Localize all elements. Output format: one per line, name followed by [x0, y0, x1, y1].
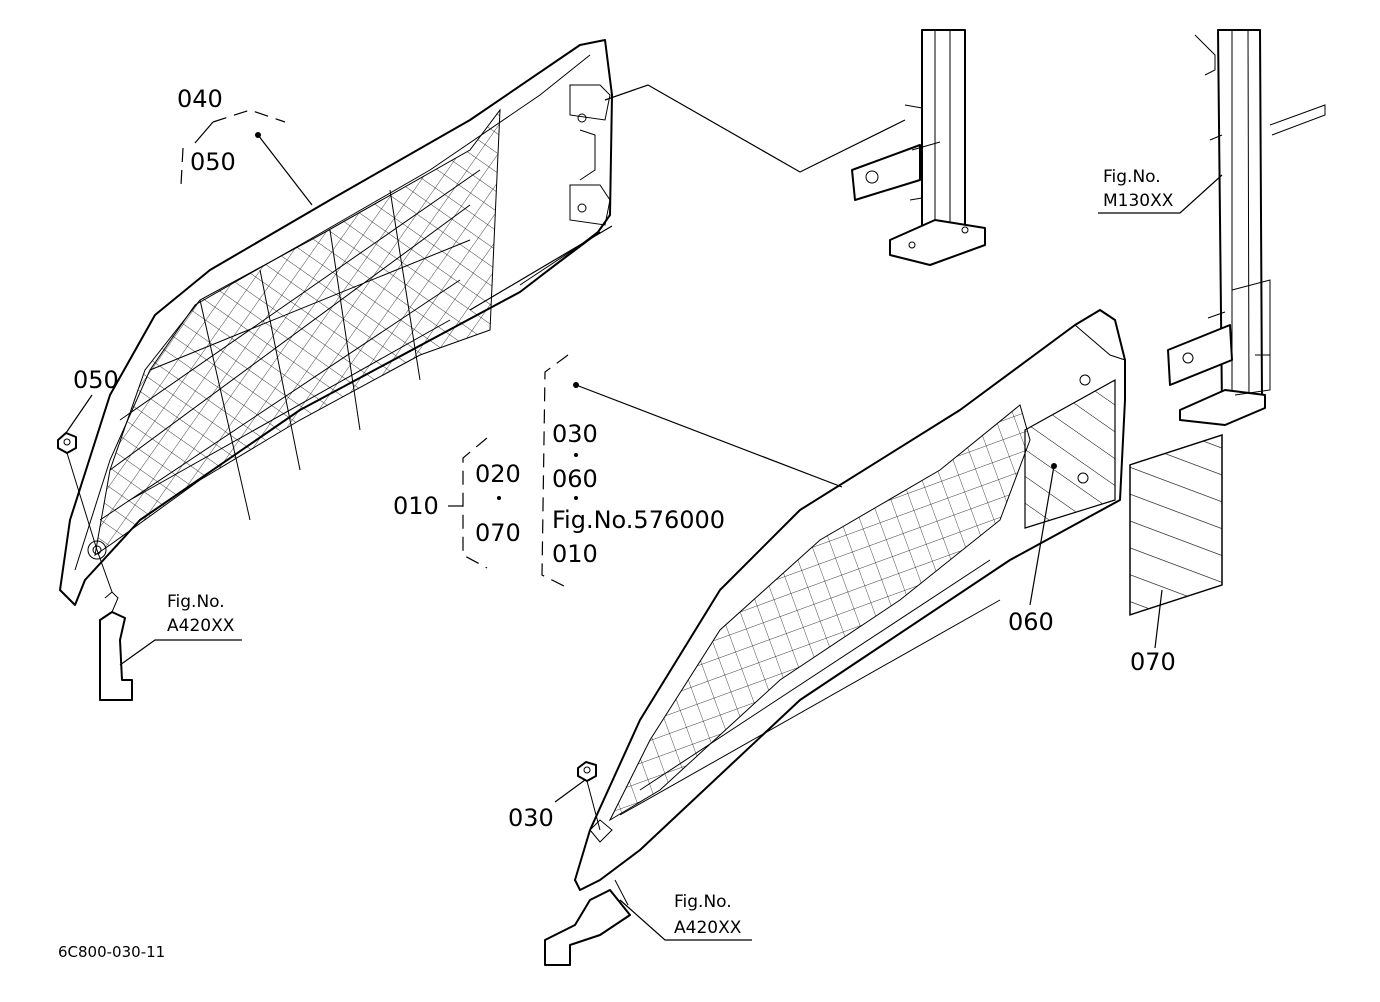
decal-070	[1129, 433, 1223, 616]
drawing-code: 6C800-030-11	[58, 943, 165, 961]
label-040: 040	[177, 85, 223, 113]
label-050-top: 050	[190, 148, 236, 176]
center-post	[851, 29, 986, 266]
label-fig-a420-left-line2: A420XX	[167, 616, 235, 636]
right-bracket	[544, 879, 631, 966]
left-bracket	[66, 452, 133, 701]
left-nut	[57, 432, 77, 454]
label-020: 020	[475, 460, 521, 488]
label-fig-m130-line1: Fig.No.	[1103, 167, 1161, 187]
label-070-group: 070	[475, 519, 521, 547]
label-fig-a420-left-line1: Fig.No.	[167, 592, 225, 612]
left-grille-panel	[59, 39, 613, 606]
label-fig-a420-bottom-line2: A420XX	[674, 918, 742, 938]
label-030-list: 030	[552, 420, 598, 448]
label-fig-a420-bottom-line1: Fig.No.	[674, 892, 732, 912]
right-nut	[577, 761, 601, 831]
label-050-left: 050	[73, 366, 119, 394]
label-060-list: 060	[552, 465, 598, 493]
label-060: 060	[1008, 608, 1054, 636]
label-030: 030	[508, 804, 554, 832]
label-010: 010	[393, 492, 439, 520]
right-grille-panel	[574, 309, 1126, 891]
label-070: 070	[1130, 648, 1176, 676]
right-post	[1167, 29, 1326, 426]
label-ref-576000: Fig.No.576000	[552, 506, 725, 534]
label-010-list: 010	[552, 540, 598, 568]
label-fig-m130-line2: M130XX	[1103, 191, 1174, 211]
leader-lines	[65, 84, 1223, 941]
